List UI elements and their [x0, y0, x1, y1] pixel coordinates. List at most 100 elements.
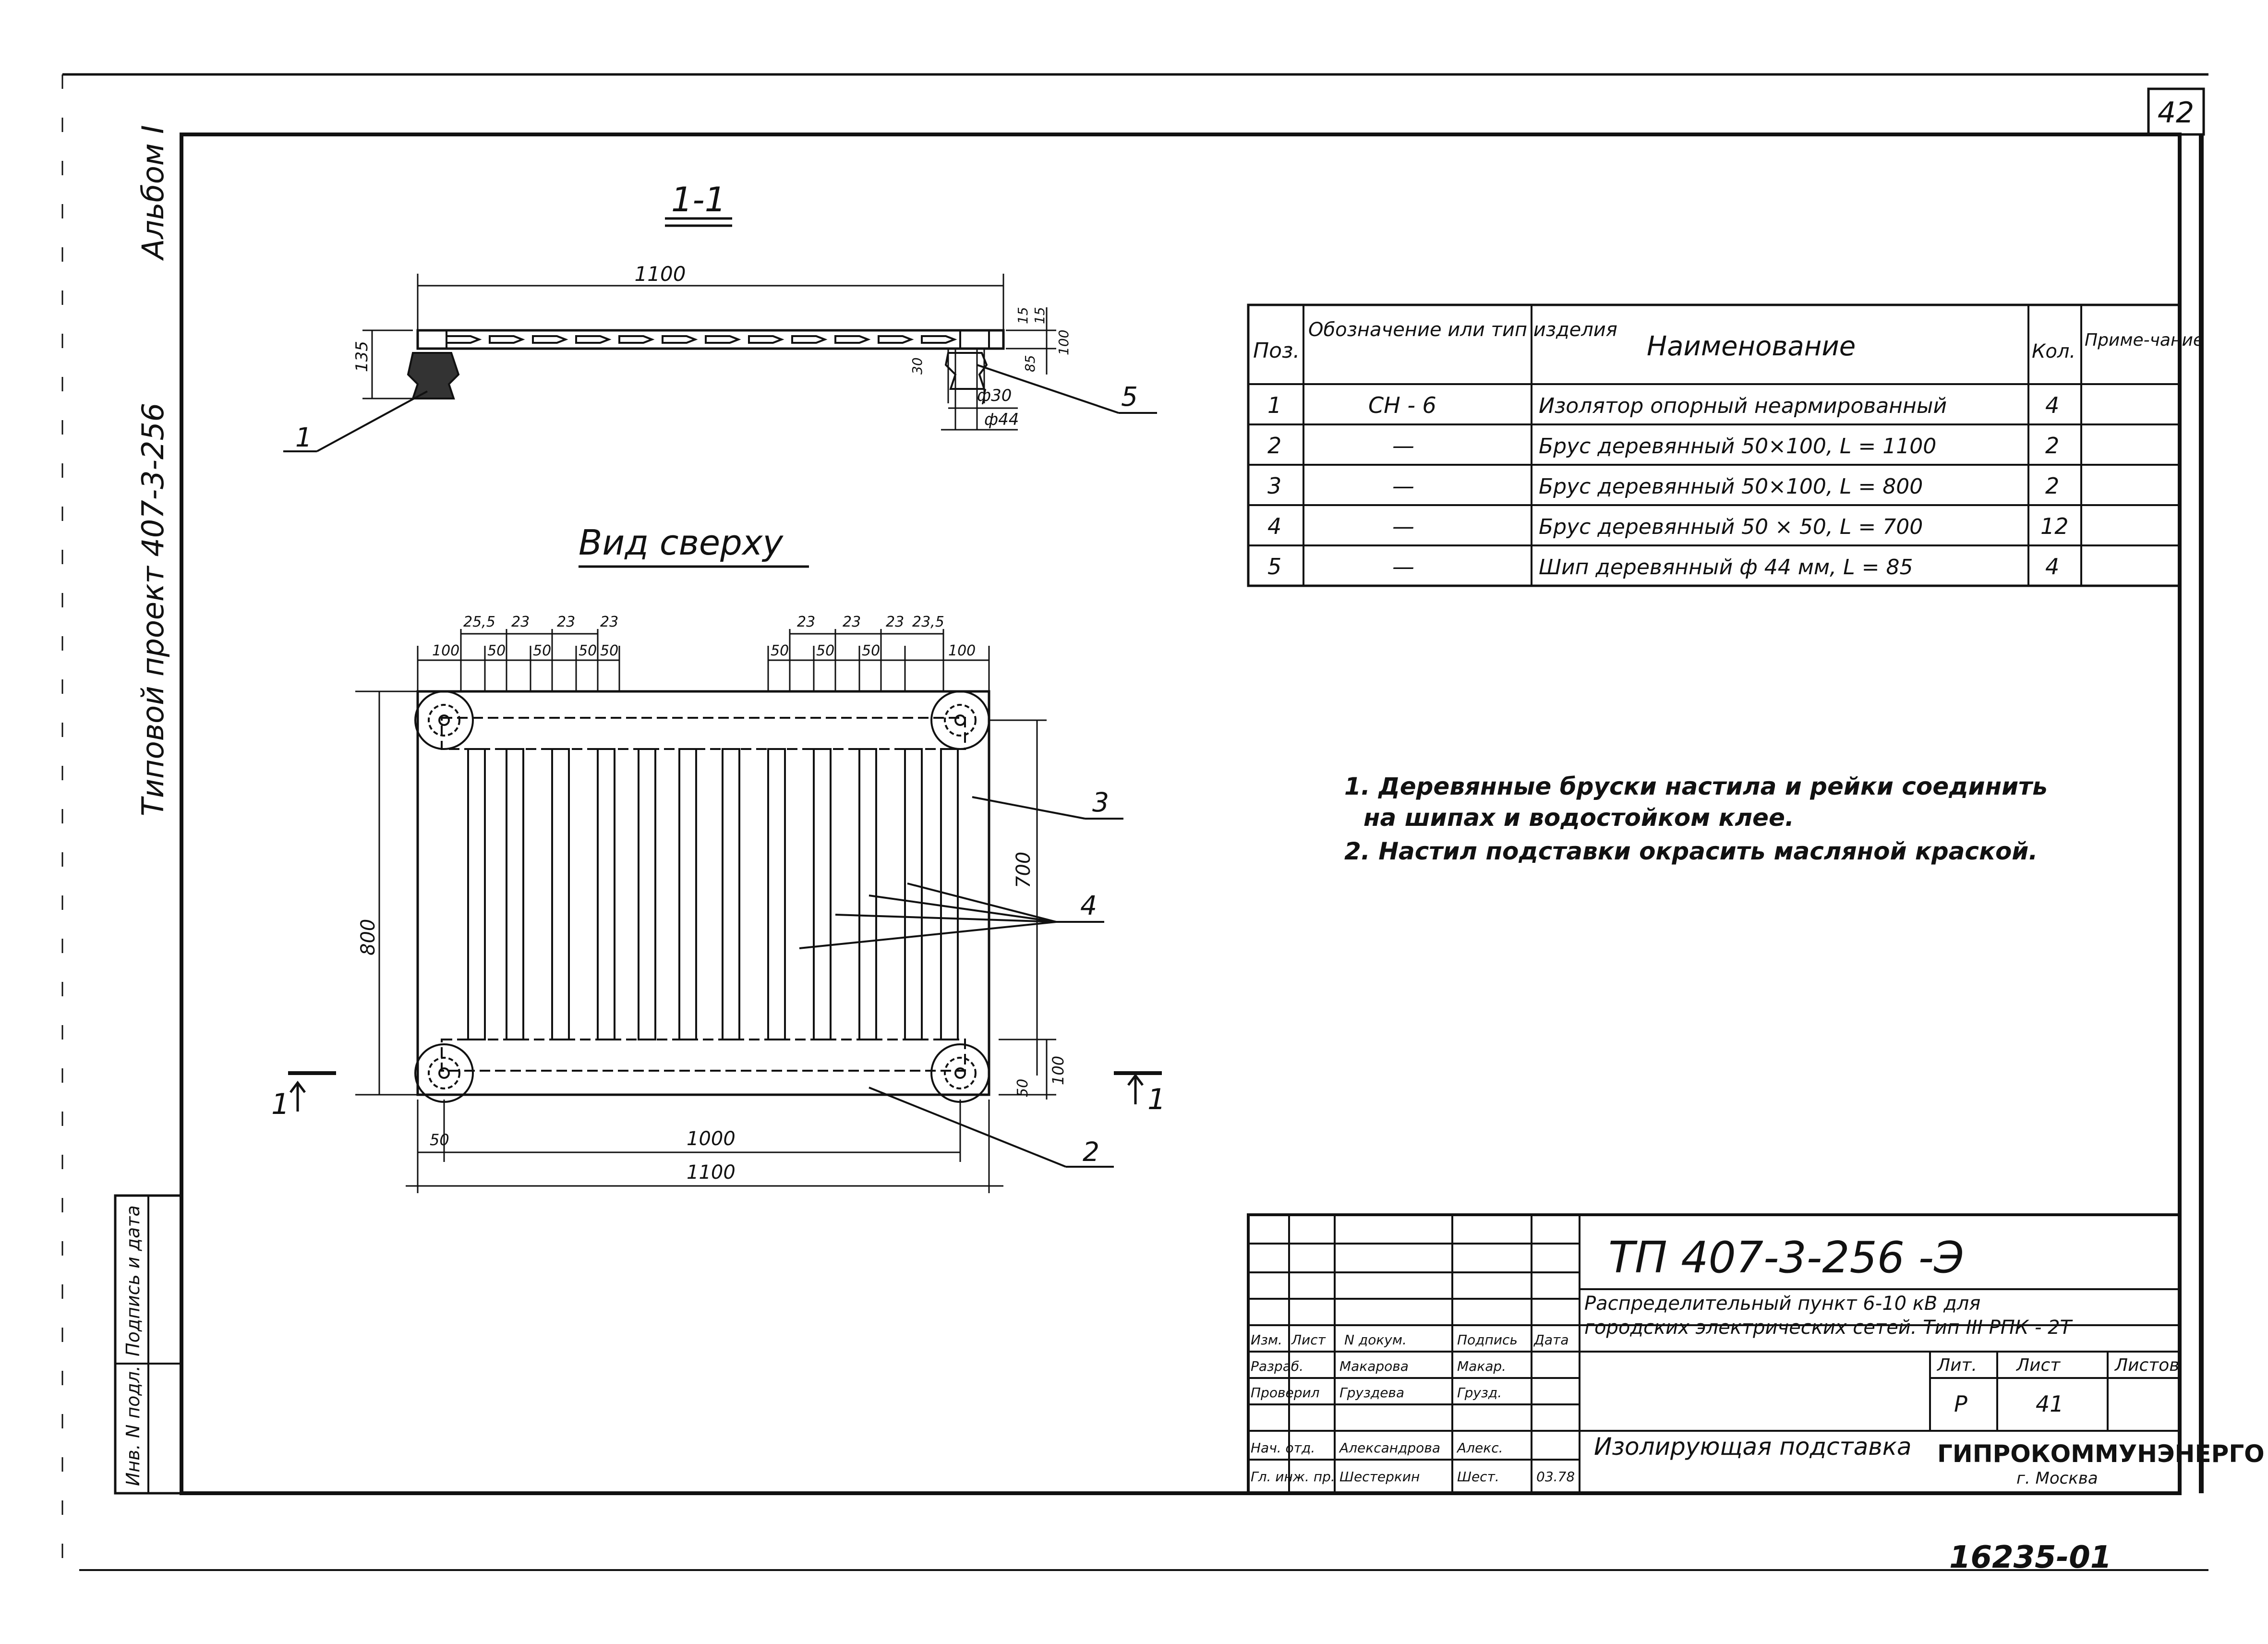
project-title-1: Распределительный пункт 6-10 кВ для	[1584, 1293, 1980, 1315]
top-view: Вид сверху 100 25,5 50 23 50 23 50 23	[271, 522, 1166, 1193]
top-dim-700: 700	[1013, 852, 1035, 888]
tb-list-label: Лист	[2015, 1355, 2061, 1375]
main-frame	[180, 133, 2182, 1495]
tb-role-4: Гл. инж. пр.	[1251, 1469, 1335, 1485]
spec-row-2-code: —	[1392, 433, 1414, 459]
spec-row-3-qty: 2	[2045, 473, 2059, 499]
top-dim-50-right: 50	[1014, 1079, 1031, 1097]
stamp-sign-label: Подпись и дата	[122, 1205, 144, 1356]
tb-sign-3: Алекс.	[1456, 1440, 1503, 1456]
spec-row-1-name: Изолятор опорный неармированный	[1539, 394, 1947, 418]
tb-role-2: Проверил	[1251, 1385, 1320, 1401]
spec-row-1-qty: 4	[2045, 392, 2059, 418]
section-callout-5: 5	[1121, 381, 1138, 412]
top-dim-left-2: 50	[487, 642, 506, 659]
top-dim-right-3: 50	[816, 642, 834, 659]
top-dim-right-6: 23,5	[912, 614, 944, 630]
tb-sign-4: Шест.	[1457, 1469, 1499, 1485]
spec-row-3-code: —	[1392, 473, 1414, 499]
spec-row-5-qty: 4	[2045, 554, 2059, 580]
section-dim-15b: 15	[1032, 307, 1048, 324]
top-callout-3: 3	[1092, 787, 1109, 818]
tb-col-list: Лист	[1291, 1332, 1326, 1348]
spec-header-note: Приме-чание	[2085, 330, 2204, 350]
section-dim-d30: ф30	[977, 386, 1012, 405]
tb-sign-2: Грузд.	[1457, 1385, 1502, 1401]
title-block: ТП 407-3-256 -Э Распределительный пункт …	[1247, 1213, 2265, 1495]
spec-row-4-code: —	[1392, 513, 1414, 539]
note-line-1: 1. Деревянные бруски настила и рейки сое…	[1344, 773, 2048, 800]
top-dim-right-0: 23	[797, 614, 815, 630]
tb-role-1: Разраб.	[1251, 1358, 1303, 1374]
top-dim-left-0: 100	[432, 642, 459, 659]
section-dim-length: 1100	[635, 262, 686, 286]
section-mark-right: 1	[1147, 1083, 1166, 1116]
top-dim-right-5: 50	[862, 642, 880, 659]
top-dim-right-1: 50	[771, 642, 789, 659]
doc-code: ТП 407-3-256 -Э	[1608, 1233, 1964, 1283]
top-dim-right-4: 23	[886, 614, 904, 630]
spec-row-1-code: СН - 6	[1368, 392, 1436, 418]
tb-name-4: Шестеркин	[1339, 1469, 1420, 1485]
tb-col-date: Дата	[1533, 1332, 1569, 1348]
tb-org: ГИПРОКОММУНЭНЕРГО	[1937, 1440, 2265, 1468]
tb-col-sign: Подпись	[1457, 1332, 1518, 1348]
spec-header-code: Обозначение или тип изделия	[1308, 319, 1617, 341]
spec-row-1-pos: 1	[1267, 392, 1281, 418]
tb-list-value: 41	[2036, 1391, 2064, 1417]
top-dim-right-2: 23	[843, 614, 861, 630]
section-title: 1-1	[671, 180, 726, 219]
top-dim-left-5: 23	[557, 614, 575, 630]
spec-row-5-pos: 5	[1267, 554, 1281, 580]
top-view-title: Вид сверху	[579, 522, 784, 563]
section-dim-height: 135	[352, 341, 372, 372]
spec-row-4-name: Брус деревянный 50 × 50, L = 700	[1539, 515, 1923, 539]
top-dim-overall-height: 800	[357, 919, 379, 955]
spec-header-qty: Кол.	[2032, 340, 2075, 363]
section-dim-d44: ф44	[984, 410, 1019, 429]
left-stamp: Инв. N подл. Подпись и дата	[114, 1194, 183, 1495]
project-title-2: городских электрических сетей. Тип III Р…	[1584, 1317, 2074, 1339]
section-dim-100: 100	[1056, 330, 1072, 355]
tb-city: г. Москва	[2016, 1469, 2098, 1488]
top-callout-4: 4	[1080, 890, 1097, 921]
bottom-doc-number: 16235-01	[1949, 1540, 2111, 1575]
tb-lit-value: Р	[1954, 1391, 1967, 1417]
spec-row-5-code: —	[1392, 554, 1414, 580]
tb-sign-1: Макар.	[1457, 1358, 1506, 1374]
spec-row-2-pos: 2	[1267, 433, 1281, 459]
top-dim-left-1: 25,5	[463, 614, 495, 630]
spec-table: Поз. Обозначение или тип изделия Наимено…	[1247, 303, 2204, 587]
top-dim-left-6: 50	[579, 642, 597, 659]
tb-lit-label: Лит.	[1936, 1355, 1977, 1375]
top-dim-1000: 1000	[687, 1128, 736, 1150]
spec-row-4-pos: 4	[1267, 513, 1281, 539]
top-dim-100-right: 100	[1049, 1056, 1067, 1085]
top-dim-left-7: 23	[600, 614, 618, 630]
section-dim-85: 85	[1022, 355, 1038, 372]
top-dim-left-3: 23	[511, 614, 530, 630]
section-dim-15a: 15	[1015, 307, 1031, 324]
project-label: Типовой проект 407-3-256	[135, 403, 170, 816]
tb-name-1: Макарова	[1339, 1358, 1409, 1374]
tb-date: 03.78	[1536, 1469, 1575, 1485]
spec-row-3-name: Брус деревянный 50×100, L = 800	[1539, 474, 1923, 499]
top-dim-left-4: 50	[533, 642, 551, 659]
top-callout-2: 2	[1083, 1136, 1099, 1167]
top-dim-50-bottom: 50	[430, 1131, 449, 1149]
note-line-2: на шипах и водостойком клее.	[1363, 804, 1794, 832]
top-dim-left-8: 50	[600, 642, 618, 659]
spec-row-4-qty: 12	[2040, 513, 2069, 539]
spec-header-pos: Поз.	[1253, 338, 1300, 363]
sheet-title: Изолирующая подставка	[1594, 1433, 1912, 1461]
section-mark-left: 1	[271, 1088, 290, 1121]
spec-row-3-pos: 3	[1267, 473, 1281, 499]
tb-col-izm: Изм.	[1251, 1332, 1282, 1348]
tb-name-3: Александрова	[1339, 1440, 1440, 1456]
spec-row-2-qty: 2	[2045, 433, 2059, 459]
stamp-inv-label: Инв. N подл.	[122, 1366, 144, 1486]
corner-number-box	[2147, 87, 2205, 136]
notes: 1. Деревянные бруски настила и рейки сое…	[1344, 773, 2048, 865]
tb-lists-label: Листов	[2114, 1355, 2179, 1375]
